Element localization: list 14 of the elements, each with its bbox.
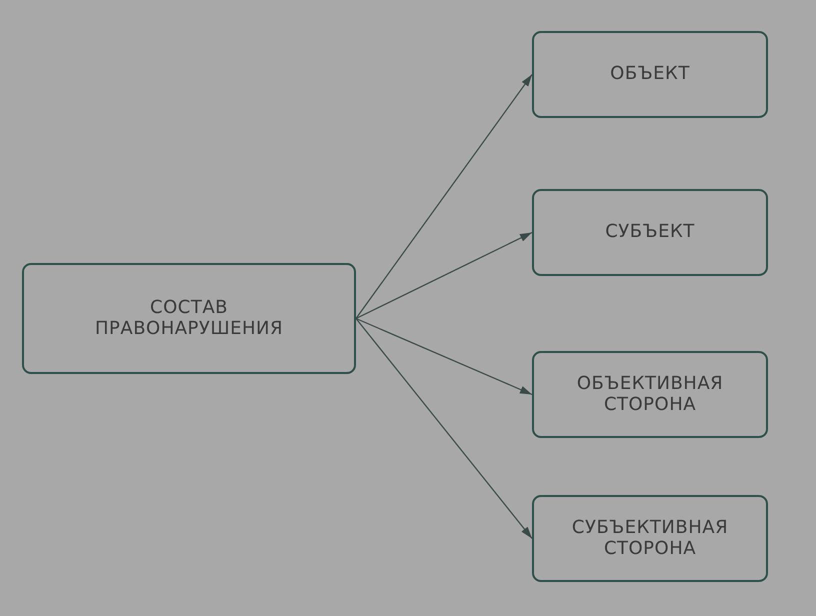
- process-box: [532, 495, 768, 582]
- arrow: [356, 318, 532, 396]
- box-label: СОСТАВ ПРАВОНАРУШЕНИЯ: [94, 298, 284, 340]
- arrow: [356, 318, 532, 539]
- box-label: ОБЪЕКТИВНАЯ СТОРОНА: [576, 374, 724, 416]
- process-box: [22, 263, 356, 374]
- process-box: [532, 189, 768, 276]
- box-label: ОБЪЕКТ: [610, 64, 690, 85]
- process-box: [532, 351, 768, 438]
- process-box: [532, 31, 768, 118]
- arrow: [356, 232, 532, 320]
- box-label: СУБЪЕКТИВНАЯ СТОРОНА: [570, 518, 730, 560]
- box-label: СУБЪЕКТ: [605, 222, 695, 243]
- arrow: [356, 74, 532, 319]
